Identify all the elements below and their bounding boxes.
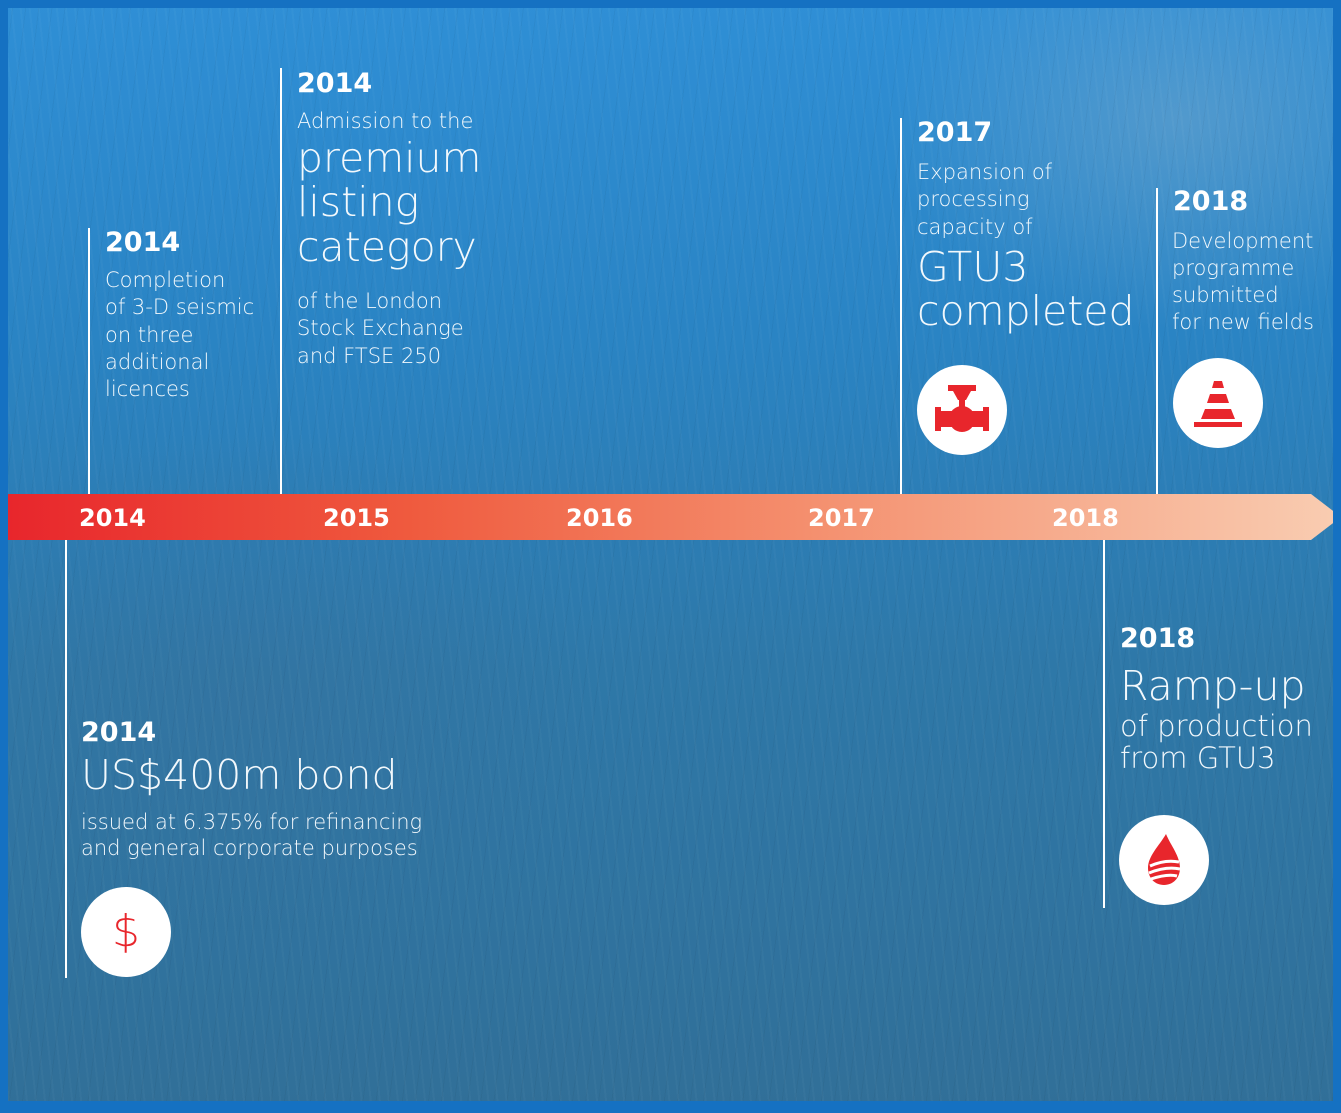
flame-drop-icon [1119, 815, 1209, 905]
timeline-year-2014: 2014 [79, 504, 146, 532]
event-5-highlight: US$400m bond [81, 751, 398, 799]
event-3-highlight: GTU3 completed [917, 243, 1135, 336]
timeline-arrow [8, 494, 1341, 540]
event-4-description: Development programme submitted for new … [1172, 229, 1314, 334]
event-1-connector [88, 228, 90, 496]
event-1-year: 2014 [105, 227, 181, 258]
timeline-year-2015: 2015 [323, 504, 390, 532]
timeline-year-2018: 2018 [1052, 504, 1119, 532]
event-6-detail: of production from GTU3 [1120, 709, 1313, 776]
event-4-year: 2018 [1173, 186, 1249, 217]
event-2-highlight: premium listing category [297, 134, 482, 271]
timeline-year-2017: 2017 [808, 504, 875, 532]
event-3-year: 2017 [917, 117, 993, 148]
event-3-connector [900, 118, 902, 496]
event-6-connector [1103, 540, 1105, 908]
event-6-highlight: Ramp-up [1120, 662, 1306, 710]
cone-icon [1173, 358, 1263, 448]
event-6-year: 2018 [1120, 623, 1196, 654]
dollar-icon: $ [81, 887, 171, 977]
event-5-connector [65, 540, 67, 978]
event-1-description: Completion of 3-D seismic on three addit… [105, 268, 255, 402]
event-2-detail: of the London Stock Exchange and FTSE 25… [297, 289, 464, 368]
event-4-connector [1156, 188, 1158, 496]
valve-icon [917, 365, 1007, 455]
event-2-connector [280, 68, 282, 496]
event-2-intro: Admission to the [297, 109, 474, 133]
event-5-detail: issued at 6.375% for refinancing and gen… [81, 810, 423, 861]
event-5-year: 2014 [81, 717, 157, 748]
event-2-year: 2014 [297, 68, 373, 99]
event-3-intro: Expansion of processing capacity of [917, 160, 1053, 239]
timeline-year-2016: 2016 [566, 504, 633, 532]
